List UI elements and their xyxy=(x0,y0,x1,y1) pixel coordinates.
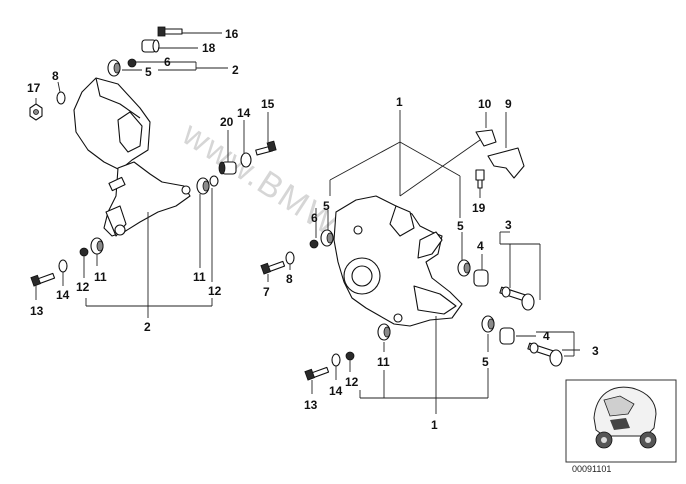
callout-1: 1 xyxy=(431,418,438,432)
vehicle-inset: 00091101 xyxy=(565,379,677,474)
callout-13: 13 xyxy=(30,304,44,318)
callout-5: 5 xyxy=(323,199,330,213)
left-small-parts xyxy=(29,26,277,287)
callout-14: 14 xyxy=(56,288,70,302)
callout-5: 5 xyxy=(457,219,464,233)
callout-4: 4 xyxy=(477,239,484,253)
callout-7: 7 xyxy=(263,285,270,299)
callout-2: 2 xyxy=(232,63,239,77)
callout-6: 6 xyxy=(164,55,171,69)
callout-5: 5 xyxy=(482,355,489,369)
callout-2: 2 xyxy=(144,320,151,334)
right-small-parts xyxy=(260,129,563,381)
callout-5: 5 xyxy=(145,65,152,79)
callout-8: 8 xyxy=(286,272,293,286)
callout-14: 14 xyxy=(237,106,251,120)
callout-12: 12 xyxy=(208,284,222,298)
callout-10: 10 xyxy=(478,97,492,111)
callout-13: 13 xyxy=(304,398,318,412)
callout-11: 11 xyxy=(193,270,206,284)
callout-14: 14 xyxy=(329,384,343,398)
callout-labels: 16 18 6 5 2 8 17 20 14 15 11 12 14 12 11… xyxy=(27,27,599,432)
callout-15: 15 xyxy=(261,97,275,111)
callout-11: 11 xyxy=(377,355,390,369)
callout-6: 6 xyxy=(311,211,318,225)
callout-17: 17 xyxy=(27,81,41,95)
callout-12: 12 xyxy=(345,375,359,389)
right-housing-assembly xyxy=(333,195,463,327)
callout-3: 3 xyxy=(592,344,599,358)
scooter-illustration xyxy=(593,386,657,449)
callout-19: 19 xyxy=(472,201,486,215)
callout-1: 1 xyxy=(396,95,403,109)
inset-code: 00091101 xyxy=(572,464,611,474)
callout-12: 12 xyxy=(76,280,90,294)
callout-3: 3 xyxy=(505,218,512,232)
callout-9: 9 xyxy=(505,97,512,111)
callout-18: 18 xyxy=(202,41,216,55)
callout-20: 20 xyxy=(220,115,234,129)
callout-8: 8 xyxy=(52,69,59,83)
callout-11: 11 xyxy=(94,270,107,284)
callout-4: 4 xyxy=(543,329,550,343)
leader-lines xyxy=(35,32,580,414)
left-cover-assembly xyxy=(73,77,191,237)
callout-16: 16 xyxy=(225,27,239,41)
